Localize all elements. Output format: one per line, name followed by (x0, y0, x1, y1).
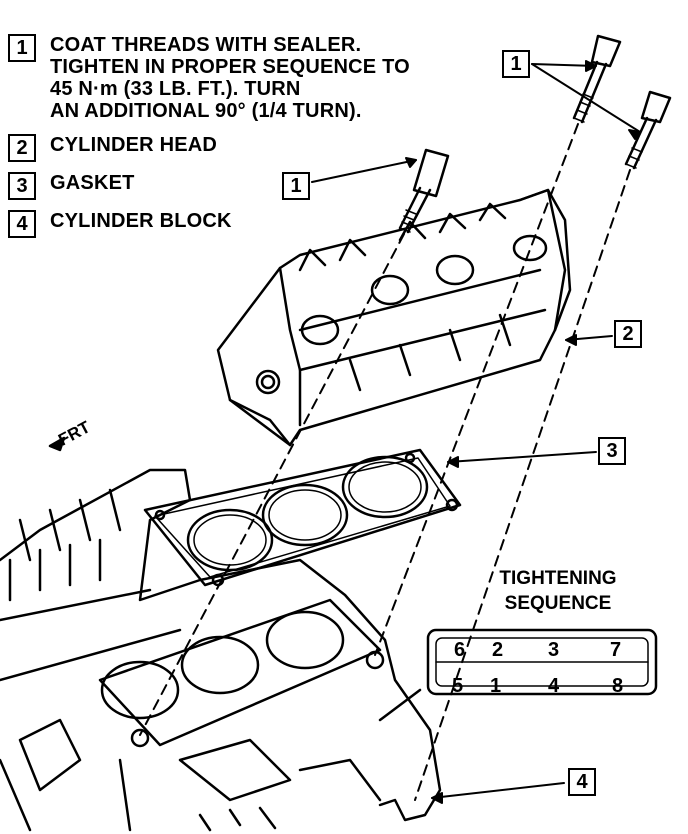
legend-item-cylinder-block: 4 CYLINDER BLOCK (8, 210, 410, 238)
bolt-left-drawing (398, 148, 450, 234)
legend-number-box: 4 (8, 210, 36, 238)
callout-cylinder-block: 4 (568, 768, 596, 796)
sequence-bottom-2: 1 (490, 675, 501, 697)
legend: 1 COAT THREADS WITH SEALER. TIGHTEN IN P… (8, 34, 410, 248)
callout-gasket: 3 (598, 437, 626, 465)
legend-item-gasket: 3 GASKET (8, 172, 410, 200)
legend-text: CYLINDER HEAD (50, 134, 218, 156)
legend-text: COAT THREADS WITH SEALER. TIGHTEN IN PRO… (50, 34, 410, 122)
legend-item-sealer: 1 COAT THREADS WITH SEALER. TIGHTEN IN P… (8, 34, 410, 122)
sequence-top-1: 6 (454, 639, 465, 661)
gasket-drawing (143, 448, 462, 587)
cylinder-block-drawing (0, 468, 442, 832)
bolt-right-drawing (624, 90, 672, 170)
legend-text: GASKET (50, 172, 135, 194)
bolt-center-drawing (572, 34, 622, 124)
cylinder-head-drawing (216, 188, 572, 447)
sequence-bottom-4: 8 (612, 675, 623, 697)
sequence-title-line2: SEQUENCE (504, 593, 612, 614)
sequence-bottom-3: 4 (548, 675, 560, 697)
callout-bolts-right: 1 (502, 50, 530, 78)
sequence-numbers: 6 2 3 7 5 1 4 8 (452, 639, 623, 697)
tightening-sequence-drawing (426, 628, 658, 696)
sequence-title-line1: TIGHTENING (499, 568, 617, 589)
legend-number-box: 1 (8, 34, 36, 62)
sequence-top-3: 3 (548, 639, 559, 661)
legend-number-box: 3 (8, 172, 36, 200)
sequence-bottom-1: 5 (452, 675, 463, 697)
legend-text: CYLINDER BLOCK (50, 210, 232, 232)
callout-leaders (311, 60, 641, 804)
callout-cylinder-head: 2 (614, 320, 642, 348)
callout-bolt-left: 1 (282, 172, 310, 200)
sequence-top-4: 7 (610, 639, 621, 661)
sequence-top-2: 2 (492, 639, 503, 661)
legend-number-box: 2 (8, 134, 36, 162)
legend-item-cylinder-head: 2 CYLINDER HEAD (8, 134, 410, 162)
